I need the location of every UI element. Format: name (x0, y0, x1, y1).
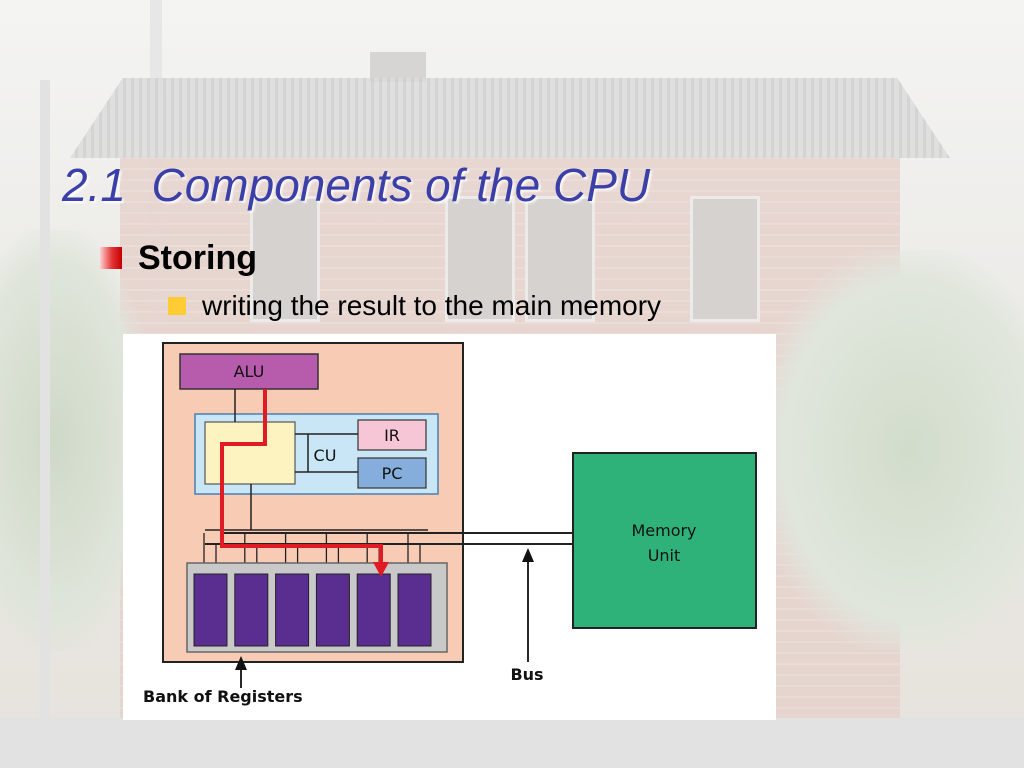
cpu-diagram: ALU CU IR PC Memory Unit Bus (123, 334, 776, 720)
slide-title: 2.1 Components of the CPU (62, 159, 651, 211)
registers-label: Bank of Registers (143, 687, 303, 706)
alu-label: ALU (234, 362, 265, 381)
bus-label: Bus (510, 665, 543, 684)
cu-label: CU (314, 446, 337, 465)
register-6 (397, 573, 432, 647)
register-3 (275, 573, 310, 647)
red-square-bullet-icon (100, 247, 122, 269)
registers-group (193, 573, 432, 647)
registers-arrow-head (235, 656, 247, 670)
ir-box (357, 419, 427, 451)
yellow-square-bullet-icon (168, 297, 186, 315)
alu-box (179, 353, 319, 390)
data-path-arrow-icon (373, 562, 389, 577)
ir-label: IR (384, 426, 400, 445)
memory-label-line1: Memory (631, 521, 696, 540)
pc-box (357, 457, 427, 489)
bullet-storing: Storing (100, 238, 257, 278)
sub-bullet-text: writing the result to the main memory (202, 290, 662, 321)
register-1 (193, 573, 228, 647)
memory-unit-box (572, 452, 757, 629)
cu-inner-box (204, 421, 296, 485)
sub-bullet: writing the result to the main memory (168, 286, 661, 326)
bus-arrow-head (522, 548, 534, 562)
register-2 (234, 573, 269, 647)
pc-label: PC (382, 464, 403, 483)
data-path-line (220, 389, 383, 566)
memory-label-line2: Unit (648, 546, 681, 565)
register-4 (315, 573, 350, 647)
bullet-text: Storing (138, 238, 257, 277)
register-5 (356, 573, 391, 647)
